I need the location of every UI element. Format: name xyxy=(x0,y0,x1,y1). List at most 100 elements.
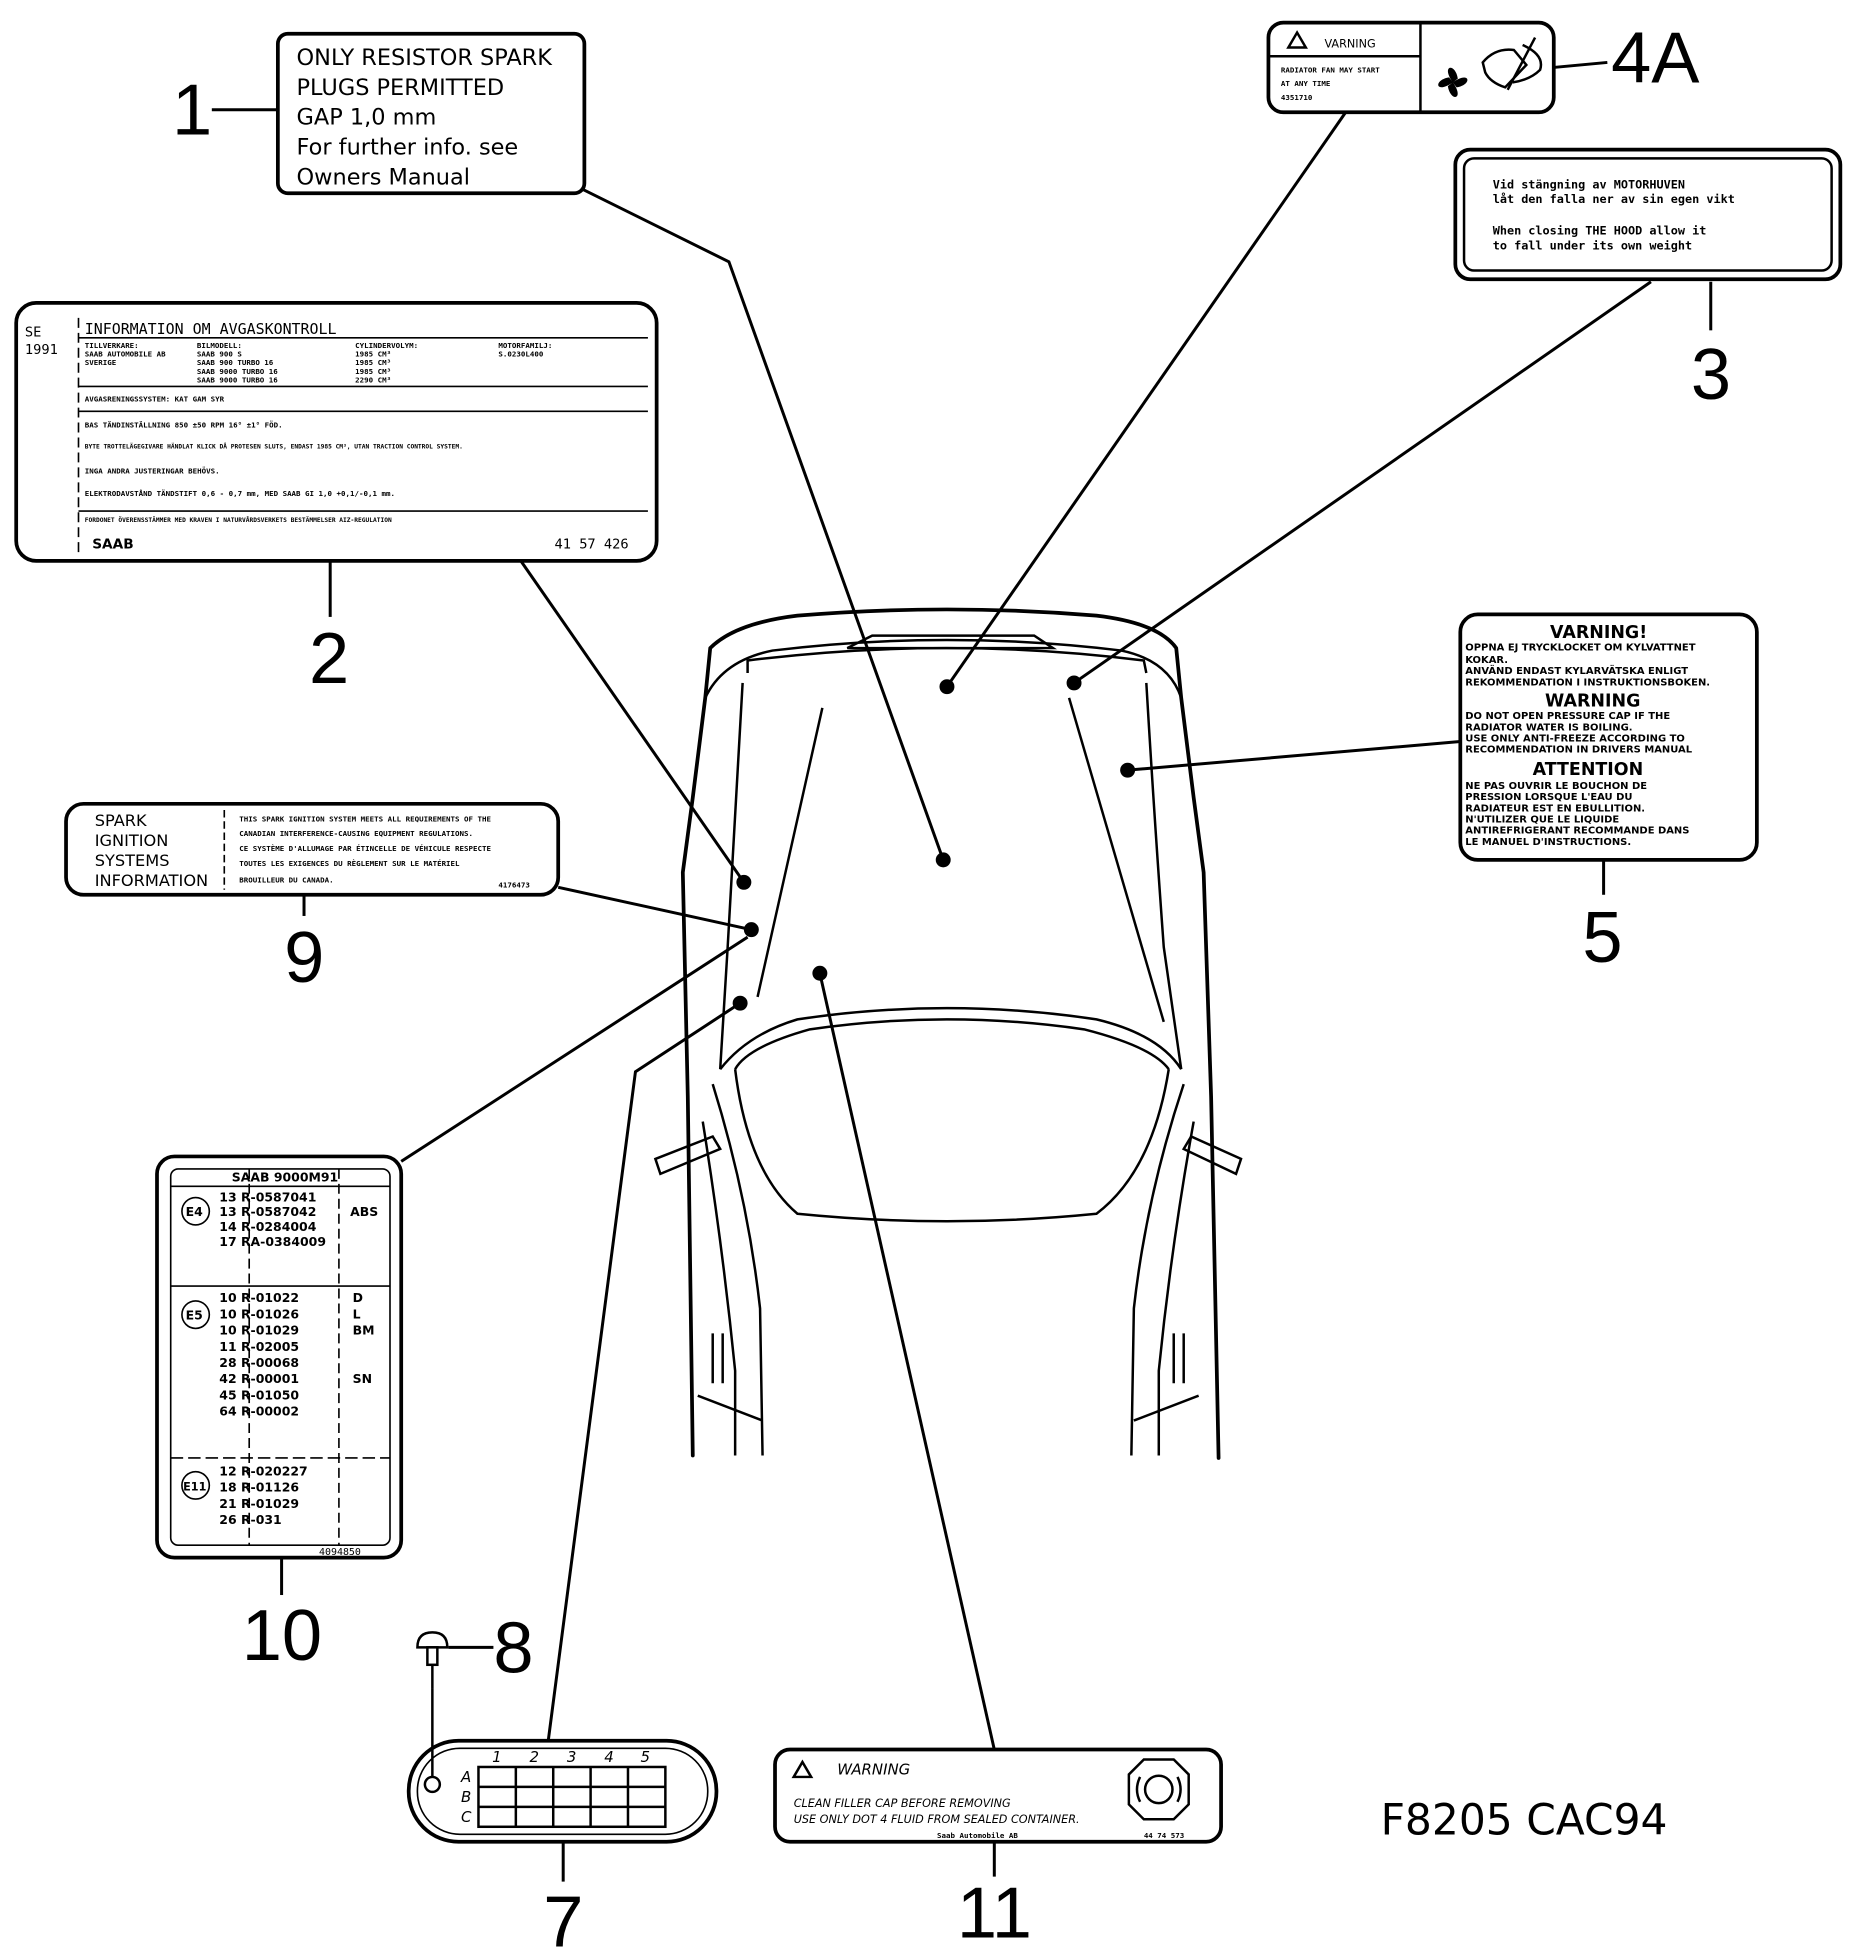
saab-logo: SAAB xyxy=(92,536,133,552)
label-text: 28 R-00068 xyxy=(219,1355,299,1370)
label-text: 17 RA-0384009 xyxy=(219,1234,326,1249)
label-text: CYLINDERVOLYM: xyxy=(355,341,418,350)
label-text: ELEKTRODAVSTÅND TÄNDSTIFT 0,6 - 0,7 mm, … xyxy=(85,489,395,498)
label-text: THIS SPARK IGNITION SYSTEM MEETS ALL REQ… xyxy=(239,814,491,823)
label-text: SVERIGE xyxy=(85,358,116,367)
label-text: 1985 CM³ xyxy=(355,350,391,359)
callout-2: 2 xyxy=(309,619,349,699)
label-text: 1 xyxy=(492,1748,502,1766)
warning-triangle-icon xyxy=(1286,30,1308,49)
label-text: 13 R-0587041 xyxy=(219,1189,316,1204)
model-year: 1991 xyxy=(25,342,58,358)
label-text: RADIATOR FAN MAY START xyxy=(1281,65,1380,74)
label-text: USE ONLY ANTI-FREEZE ACCORDING TO xyxy=(1465,734,1685,745)
label-text: NE PAS OUVRIR LE BOUCHON DE xyxy=(1465,781,1647,792)
label-text: AT ANY TIME xyxy=(1281,79,1330,88)
label-text: 4351710 xyxy=(1281,93,1313,102)
label-text: 2 xyxy=(530,1748,540,1766)
label-text: MOTORFAMILJ: xyxy=(498,341,552,350)
label-text: BILMODELL: xyxy=(197,341,242,350)
label-text: ANTIREFRIGERANT RECOMMANDE DANS xyxy=(1465,826,1689,837)
label-text: 4094850 xyxy=(319,1547,361,1558)
label-text: ABS xyxy=(350,1204,378,1219)
label-text: KOKAR. xyxy=(1465,655,1508,666)
label-text: SYSTEMS xyxy=(95,851,170,870)
label-text: PRESSION LORSQUE L'EAU DU xyxy=(1465,792,1632,803)
label-text: 10 R-01029 xyxy=(219,1323,299,1338)
callout-3: 3 xyxy=(1691,335,1731,415)
label-text: CANADIAN INTERFERENCE-CAUSING EQUIPMENT … xyxy=(239,829,473,838)
label-9-spark-ignition-info: SPARK IGNITION SYSTEMS INFORMATION THIS … xyxy=(64,801,561,998)
callout-10: 10 xyxy=(242,1596,322,1676)
label-text: 10 R-01026 xyxy=(219,1306,299,1321)
label-1-line: ONLY RESISTOR SPARK xyxy=(297,45,554,71)
label-text: BAS TÄNDINSTÄLLNING 850 ±50 RPM 16° ±1° … xyxy=(85,421,283,430)
label-text: LE MANUEL D'INSTRUCTIONS. xyxy=(1465,837,1631,848)
label-4a-fan-warning: VARNING RADIATOR FAN MAY START AT ANY TI… xyxy=(1266,18,1700,115)
callout-11: 11 xyxy=(957,1874,1032,1954)
label-text: INGA ANDRA JUSTERINGAR BEHÖVS. xyxy=(85,467,220,476)
label-text: RADIATOR WATER IS BOILING. xyxy=(1465,722,1632,733)
label-text: Vid stängning av MOTORHUVEN xyxy=(1493,177,1685,191)
label-text: WARNING xyxy=(1545,692,1640,712)
label-text: A xyxy=(460,1768,471,1786)
callout-4a: 4A xyxy=(1611,18,1700,98)
label-text: USE ONLY DOT 4 FLUID FROM SEALED CONTAIN… xyxy=(794,1813,1080,1826)
label-2-part-no: 41 57 426 xyxy=(554,536,628,552)
label-text: IGNITION xyxy=(95,831,169,850)
label-text: ANVÄND ENDAST KYLARVÄTSKA ENLIGT xyxy=(1465,663,1688,677)
callout-5: 5 xyxy=(1582,898,1622,978)
label-text: FORDONET ÖVERENSSTÄMMER MED KRAVEN I NAT… xyxy=(85,515,392,524)
label-1-line: PLUGS PERMITTED xyxy=(297,75,505,101)
label-3-hood-closing: Vid stängning av MOTORHUVEN låt den fall… xyxy=(1453,147,1843,415)
label-text: ATTENTION xyxy=(1533,760,1644,780)
label-text: CLEAN FILLER CAP BEFORE REMOVING xyxy=(794,1797,1011,1810)
label-text: 14 R-0284004 xyxy=(219,1219,316,1234)
label-text: 26 R-031 xyxy=(219,1512,281,1527)
label-text: 44 74 573 xyxy=(1144,1831,1185,1840)
label-text: 12 R-020227 xyxy=(219,1463,307,1478)
attachment-points xyxy=(732,675,1136,1011)
label-11-brake-fluid-warning: WARNING CLEAN FILLER CAP BEFORE REMOVING… xyxy=(773,1747,1223,1954)
hand-prohibited-icon xyxy=(1481,36,1543,91)
label-text: TILLVERKARE: xyxy=(85,341,139,350)
label-text: WARNING xyxy=(837,1760,910,1778)
label-text: TOUTES LES EXIGENCES DU RÈGLEMENT SUR LE… xyxy=(239,859,460,868)
callout-8: 8 xyxy=(493,1608,533,1688)
label-text: INFORMATION xyxy=(95,871,208,890)
label-text: E4 xyxy=(186,1204,204,1219)
label-text: SAAB 9000 TURBO 16 xyxy=(197,367,278,376)
label-text: 5 xyxy=(640,1748,650,1766)
label-text: SAAB 9000M91 xyxy=(232,1169,338,1184)
label-1-line: For further info. see xyxy=(297,135,519,161)
label-text: N'UTILIZER QUE LE LIQUIDE xyxy=(1465,815,1619,826)
label-text: 18 R-01126 xyxy=(219,1480,299,1495)
label-1-spark-plugs: ONLY RESISTOR SPARK PLUGS PERMITTED GAP … xyxy=(172,31,587,196)
label-text: RECOMMENDATION IN DRIVERS MANUAL xyxy=(1465,745,1692,756)
label-text: CE SYSTÈME D'ALLUMAGE PAR ÉTINCELLE DE V… xyxy=(239,844,491,853)
label-text: SAAB 900 TURBO 16 xyxy=(197,358,274,367)
label-text: Saab Automobile AB xyxy=(937,1831,1018,1840)
label-text: When closing THE HOOD allow it xyxy=(1493,223,1707,237)
label-text: C xyxy=(461,1808,472,1826)
label-text: REKOMMENDATION I INSTRUKTIONSBOKEN. xyxy=(1465,677,1710,688)
label-text: 64 R-00002 xyxy=(219,1404,299,1419)
label-text: BYTE TROTTELÄGEGIVARE HÄNDLAT KLICK DÅ P… xyxy=(85,442,463,451)
label-text: 2290 CM³ xyxy=(355,376,391,385)
label-text: låt den falla ner av sin egen vikt xyxy=(1493,192,1735,206)
label-text: 1985 CM³ xyxy=(355,358,391,367)
label-text: 13 R-0587042 xyxy=(219,1204,316,1219)
label-text: SPARK xyxy=(95,811,147,830)
label-text: 1985 CM³ xyxy=(355,367,391,376)
label-text: to fall under its own weight xyxy=(1493,238,1692,252)
label-text: L xyxy=(353,1306,361,1321)
country-code: SE xyxy=(25,325,41,341)
label-4a-heading: VARNING xyxy=(1324,37,1375,50)
label-text: SAAB 9000 TURBO 16 xyxy=(197,376,278,385)
label-text: SN xyxy=(353,1371,372,1386)
label-text: SAAB AUTOMOBILE AB xyxy=(85,350,166,359)
callout-7: 7 xyxy=(543,1882,583,1959)
label-text: 42 R-00001 xyxy=(219,1371,299,1386)
